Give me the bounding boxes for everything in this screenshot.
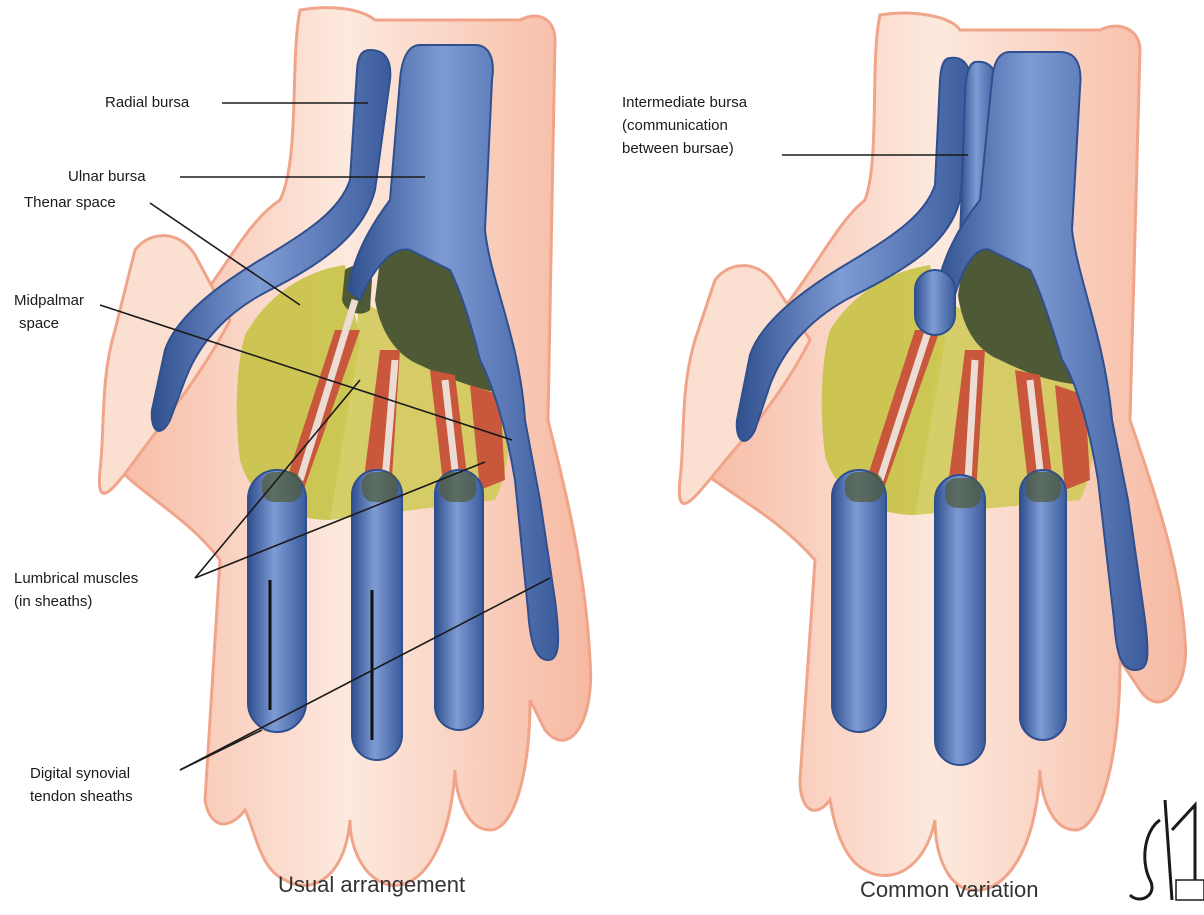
label-digital-line2: tendon sheaths [30, 787, 133, 807]
right-digital-sheath-1 [832, 470, 886, 732]
left-hand-illustration [99, 8, 590, 886]
left-sheath-cap-1 [262, 472, 302, 502]
left-sheath-cap-3 [440, 472, 476, 502]
label-intermediate-line2: (communication [622, 116, 728, 136]
label-thenar-space: Thenar space [24, 193, 116, 213]
right-sheath-cap-1 [845, 472, 883, 502]
label-ulnar-bursa: Ulnar bursa [68, 167, 146, 187]
label-midpalmar-space-line1: Midpalmar [14, 291, 84, 311]
label-midpalmar-space-line2: space [19, 314, 59, 334]
label-radial-bursa: Radial bursa [105, 93, 189, 113]
label-intermediate-line1: Intermediate bursa [622, 93, 747, 113]
label-intermediate-line3: between bursae) [622, 139, 734, 159]
label-lumbrical-line2: (in sheaths) [14, 592, 92, 612]
right-digital-sheath-2 [935, 475, 985, 765]
caption-common-variation: Common variation [860, 877, 1039, 903]
label-digital-line1: Digital synovial [30, 764, 130, 784]
left-digital-sheath-3 [435, 470, 483, 730]
right-sheath-stub [915, 270, 955, 335]
right-hand-illustration [679, 13, 1185, 890]
left-sheath-cap-2 [362, 472, 398, 502]
right-digital-sheath-3 [1020, 470, 1066, 740]
artist-signature [1130, 800, 1204, 900]
left-digital-sheath-2 [352, 470, 402, 760]
left-digital-sheath-1 [248, 470, 306, 732]
caption-usual-arrangement: Usual arrangement [278, 872, 465, 898]
right-sheath-cap-2 [945, 478, 981, 508]
right-sheath-cap-3 [1025, 472, 1061, 502]
label-lumbrical-line1: Lumbrical muscles [14, 569, 138, 589]
